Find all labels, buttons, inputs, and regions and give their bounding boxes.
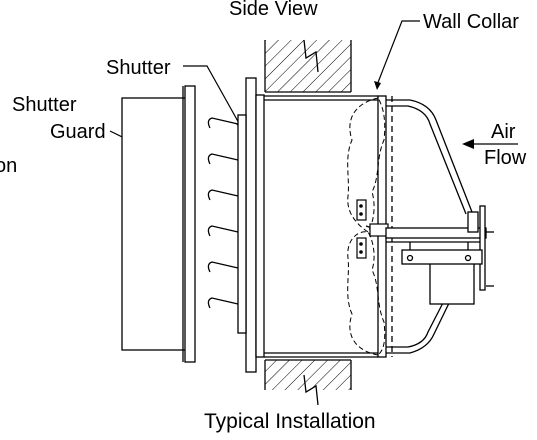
label-shutter-guard-line2: Guard	[50, 121, 106, 143]
title-side-view: Side View	[229, 0, 318, 20]
motor-bracket	[386, 99, 473, 354]
wall-collar-leader	[376, 20, 420, 86]
label-air: Air	[491, 121, 516, 143]
shutter-blades	[207, 117, 239, 309]
label-shutter-guard-line1: Shutter	[12, 94, 77, 116]
wall-collar-arrowhead	[374, 81, 381, 90]
label-flow: Flow	[484, 147, 527, 169]
wall-top	[264, 39, 352, 93]
caption-typical-installation: Typical Installation	[204, 410, 376, 433]
label-partial-left: on	[0, 155, 17, 177]
label-shutter: Shutter	[106, 57, 171, 79]
air-flow-arrowhead	[462, 139, 474, 149]
motor-assembly	[385, 205, 494, 305]
label-wall-collar: Wall Collar	[423, 11, 519, 33]
shutter-guard	[121, 85, 196, 363]
fan-hub	[356, 199, 393, 259]
fan-blades	[347, 97, 386, 356]
wall-bottom	[264, 359, 352, 406]
shutter-frame	[237, 77, 265, 373]
shutter-leader	[183, 65, 241, 126]
